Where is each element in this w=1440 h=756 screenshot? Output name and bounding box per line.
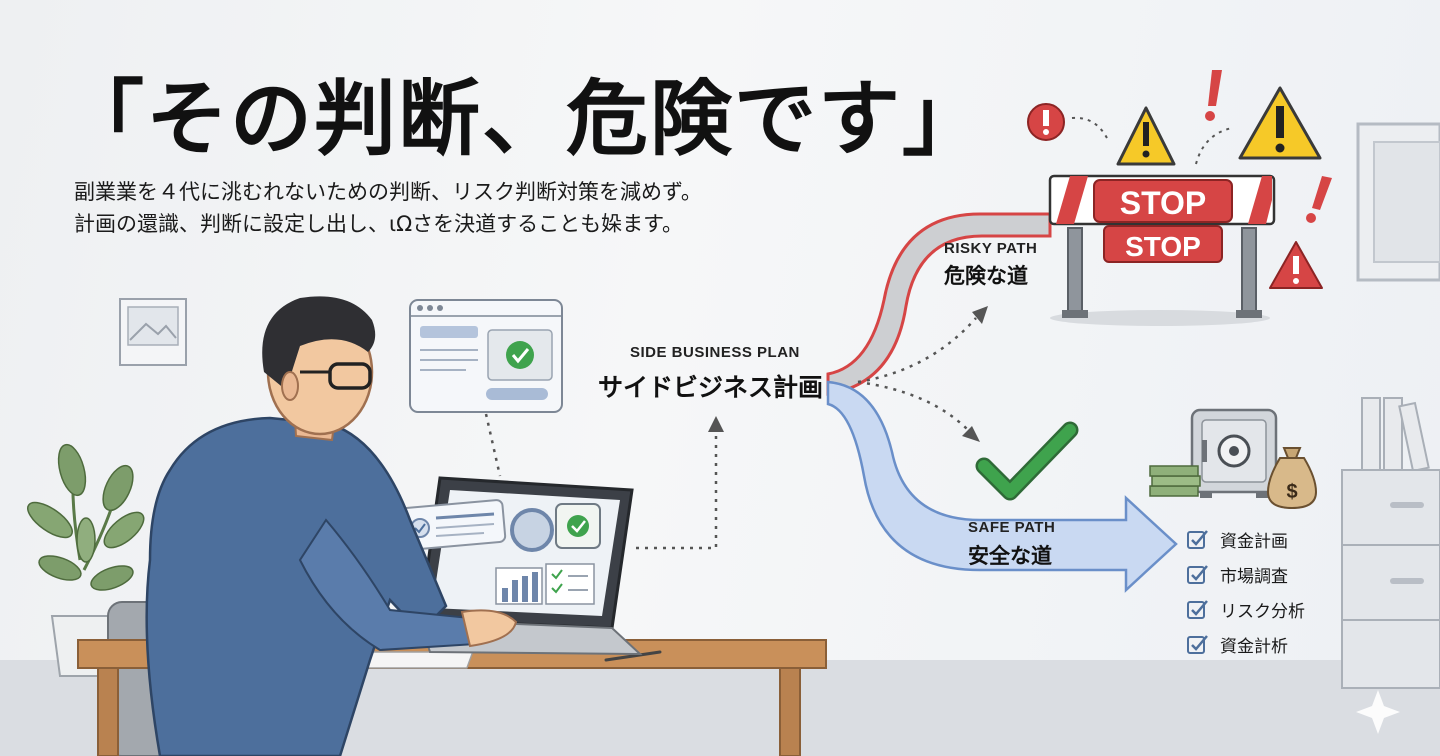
checklist-item-label: リスク分析 xyxy=(1220,602,1305,622)
checkbox-checked-icon xyxy=(1187,564,1208,584)
stop-sign-top: STOP xyxy=(1120,185,1207,221)
risky-path-label-ja: 危険な道 xyxy=(944,264,1028,288)
stop-barricade xyxy=(1048,174,1276,326)
safe-path-arrow xyxy=(826,380,1178,593)
safe-path-label-en: SAFE PATH xyxy=(968,519,1056,536)
stop-sign-text: STOP STOP xyxy=(1120,185,1207,262)
warning-triangle-red-icon xyxy=(1269,241,1323,289)
sparkle-icon xyxy=(1356,690,1400,734)
warning-sign-icon xyxy=(1238,86,1322,160)
arrow-icon xyxy=(972,306,988,324)
safe-checklist: 資金計画 市場調査 リスク分析 資金計析 xyxy=(1186,522,1305,662)
exclamation-icon xyxy=(1306,176,1332,223)
arrow-up-icon xyxy=(708,416,724,432)
checkbox-checked-icon xyxy=(1187,599,1208,619)
subtitle-line-2: 計画の還識、判断に設定し出し、ιΩさを決道することも㛊ます。 xyxy=(74,212,684,236)
checkbox-checked-icon xyxy=(1187,634,1208,654)
page-title: 「その判断、危険です」 xyxy=(62,72,987,167)
man-at-laptop xyxy=(145,296,518,756)
checklist-item-label: 市場調査 xyxy=(1220,567,1288,587)
bookshelf-cabinet xyxy=(1341,397,1440,689)
risky-path-label-en: RISKY PATH xyxy=(944,240,1038,257)
warning-sign-icon xyxy=(1116,106,1176,166)
safe-path-label-ja: 安全な道 xyxy=(968,544,1052,568)
cash-stack-icon xyxy=(1149,465,1201,497)
checklist-item: リスク分析 xyxy=(1186,592,1305,627)
stop-sign-bottom: STOP xyxy=(1125,231,1201,262)
money-bag-icon: $ xyxy=(1266,447,1318,510)
risky-path-band xyxy=(826,212,1052,396)
checklist-item-label: 資金計画 xyxy=(1220,532,1288,552)
subtitle-line-1: 副業業を４代に洮むれないための判断、リスク判断対策を減めず。 xyxy=(74,180,702,204)
wall-picture-icon xyxy=(119,298,187,366)
checkbox-checked-icon xyxy=(1187,529,1208,549)
arrow-icon xyxy=(962,426,980,442)
checklist-item: 資金計析 xyxy=(1186,627,1305,662)
safe-icon xyxy=(1190,408,1278,498)
dotted-arrow-safe xyxy=(857,380,969,431)
plan-label-ja: サイドビジネス計画 xyxy=(598,373,824,402)
checklist-item: 市場調査 xyxy=(1186,557,1305,592)
checklist-item: 資金計画 xyxy=(1186,522,1305,557)
warning-circle-icon xyxy=(1027,103,1065,141)
exclamation-icon xyxy=(1205,70,1222,121)
svg-text:$: $ xyxy=(1286,481,1297,503)
checklist-item-label: 資金計析 xyxy=(1220,637,1288,657)
popup-window xyxy=(409,299,563,413)
dotted-connector xyxy=(484,413,502,477)
dotted-connector xyxy=(636,430,718,550)
plan-label-en: SIDE BUSINESS PLAN xyxy=(630,344,800,361)
right-wall-frame xyxy=(1356,122,1440,282)
